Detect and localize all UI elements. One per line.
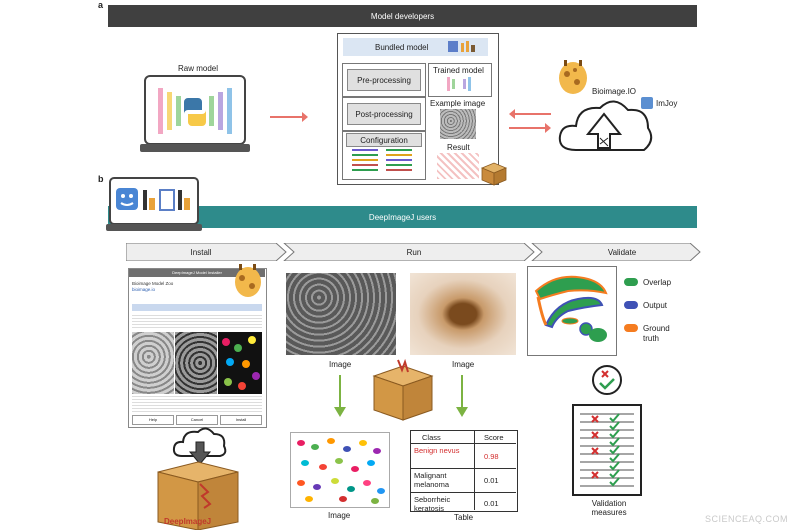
exchange-arrows-icon xyxy=(509,109,551,133)
run-output-segmentation-image xyxy=(290,432,390,508)
configuration-block: Configuration xyxy=(346,133,422,147)
validation-checklist-icon xyxy=(572,404,642,496)
green-arrow-down-left-icon xyxy=(334,375,346,417)
imjoy-icon xyxy=(641,97,653,109)
bioimage-io-label: Bioimage.IO xyxy=(592,87,637,96)
imjoy-label: ImJoy xyxy=(656,99,678,108)
validation-measures-label: Validation measures xyxy=(591,499,627,517)
installer-install-button[interactable]: Install xyxy=(220,415,262,425)
table-divider-row-2 xyxy=(410,492,516,493)
result-thumbnail xyxy=(437,153,479,179)
run-image-label-right: Image xyxy=(452,360,475,369)
run-package-box-icon xyxy=(372,358,434,421)
cloud-download-icon xyxy=(172,427,227,465)
legend-overlap-label: Overlap xyxy=(643,278,672,287)
trained-model-label: Trained model xyxy=(433,66,484,75)
legend-ground-truth-label: Ground truth xyxy=(643,324,670,343)
giraffe-installer-icon xyxy=(235,264,261,297)
run-output-image-label: Image xyxy=(328,511,351,520)
panel-letter-b: b xyxy=(98,174,104,184)
run-image-label-left: Image xyxy=(329,360,352,369)
legend-overlap-swatch xyxy=(624,278,638,286)
installer-description-text xyxy=(132,314,262,328)
step-install: Install xyxy=(190,247,212,257)
workflow-steps-arrow xyxy=(126,243,701,261)
bundled-model-label: Bundled model xyxy=(375,42,429,52)
table-divider-row-1 xyxy=(410,468,516,469)
installer-license-text xyxy=(132,396,262,412)
trained-model-frame xyxy=(428,63,492,97)
imagej-tools-icon xyxy=(448,41,475,52)
model-developers-banner: Model developers xyxy=(108,5,697,27)
deepimagej-users-banner: DeepImageJ users xyxy=(108,206,697,228)
validation-overlay-image xyxy=(527,266,617,356)
example-image-thumbnail xyxy=(440,109,476,139)
watermark: SCIENCEAQ.COM xyxy=(704,514,788,524)
trained-model-network-icon xyxy=(447,77,471,91)
legend-ground-truth-swatch xyxy=(624,324,638,332)
raw-model-label: Raw model xyxy=(178,64,219,73)
validation-check-cross-icon xyxy=(592,365,622,395)
table-row-1-score: 0.98 xyxy=(484,452,499,461)
deepimagej-brand-label: DeepImageJ xyxy=(164,517,212,526)
classification-table xyxy=(410,430,518,512)
table-header-score: Score xyxy=(484,433,504,442)
giraffe-icon xyxy=(559,60,587,94)
installer-line-1: Bioimage Model Zoo xyxy=(132,281,174,286)
installer-model-bar xyxy=(132,304,262,311)
raw-model-laptop-icon xyxy=(140,75,250,152)
table-header-class: Class xyxy=(422,433,441,442)
installer-help-button[interactable]: Help xyxy=(132,415,174,425)
table-caption: Table xyxy=(454,513,474,522)
step-validate: Validate xyxy=(607,247,637,257)
result-label: Result xyxy=(447,143,470,152)
example-image-label: Example image xyxy=(430,99,486,108)
package-box-icon xyxy=(480,162,508,186)
table-divider-column xyxy=(474,430,475,510)
legend-output-swatch xyxy=(624,301,638,309)
panel-letter-a: a xyxy=(98,0,104,10)
installer-cancel-button[interactable]: Cancel xyxy=(176,415,218,425)
run-input-cells-image xyxy=(286,273,396,355)
installer-line-2: bioimage.io xyxy=(132,287,156,292)
arrow-right-icon xyxy=(270,112,308,122)
installer-sample-output xyxy=(218,332,262,394)
installer-title-bar: DeepImageJ Model Installer xyxy=(129,269,265,277)
postprocessing-block: Post-processing xyxy=(347,103,421,125)
deepimagej-box-icon xyxy=(157,461,239,530)
table-row-2-class: Malignant melanoma xyxy=(414,471,450,489)
user-laptop-icon xyxy=(106,177,202,231)
installer-sample-processed xyxy=(175,332,217,394)
table-row-1-class: Benign nevus xyxy=(414,446,460,455)
table-row-3-class: Seborrheic keratosis xyxy=(414,495,451,513)
configuration-lines-icon xyxy=(352,149,412,171)
table-divider-header xyxy=(410,443,516,444)
step-run: Run xyxy=(406,247,422,257)
green-arrow-down-right-icon xyxy=(456,375,468,417)
legend-output-label: Output xyxy=(643,301,668,310)
table-row-3-score: 0.01 xyxy=(484,499,499,508)
cloud-upload-icon xyxy=(558,100,653,151)
preprocessing-block: Pre-processing xyxy=(347,69,421,91)
table-row-2-score: 0.01 xyxy=(484,476,499,485)
installer-sample-raw xyxy=(132,332,174,394)
run-input-skin-lesion-image xyxy=(410,273,516,355)
